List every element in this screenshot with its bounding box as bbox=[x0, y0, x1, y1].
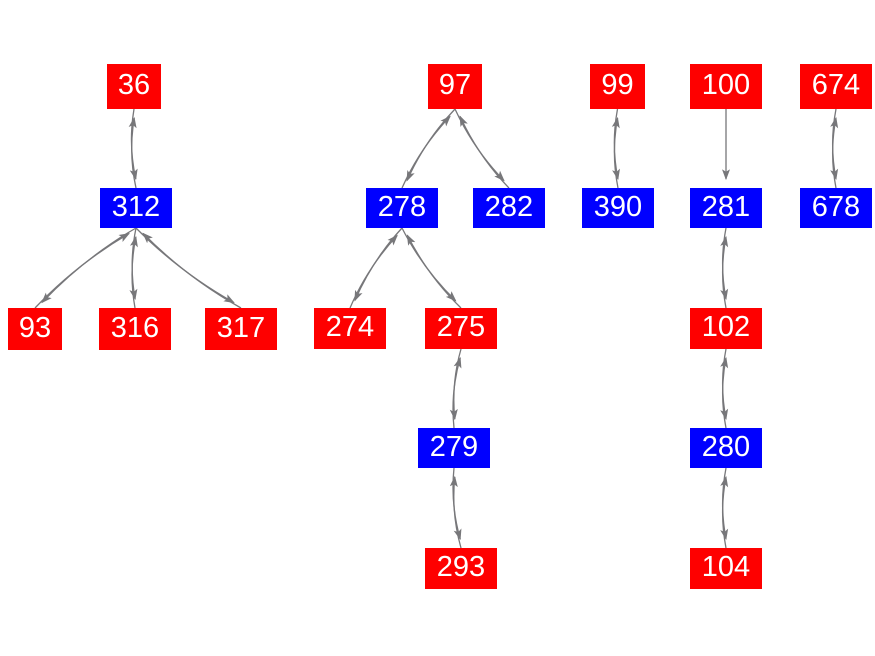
graph-node-label: 282 bbox=[484, 190, 534, 223]
graph-node-275[interactable]: 275 bbox=[425, 308, 497, 349]
edge-312-317-forward bbox=[135, 227, 235, 304]
graph-node-312[interactable]: 312 bbox=[100, 188, 172, 228]
edge-102-280-reverse bbox=[720, 356, 729, 429]
edge-312-93-reverse bbox=[34, 232, 130, 309]
graph-node-label: 316 bbox=[110, 311, 160, 344]
graph-node-36[interactable]: 36 bbox=[107, 64, 161, 109]
graph-node-102[interactable]: 102 bbox=[690, 308, 762, 349]
graph-node-93[interactable]: 93 bbox=[8, 308, 62, 350]
graph-node-label: 99 bbox=[601, 69, 634, 101]
graph-node-674[interactable]: 674 bbox=[800, 64, 872, 109]
graph-node-label: 104 bbox=[701, 551, 751, 583]
edge-281-102-reverse bbox=[720, 235, 729, 309]
graph-node-678[interactable]: 678 bbox=[800, 188, 872, 228]
graph-node-293[interactable]: 293 bbox=[425, 548, 497, 589]
graph-node-100[interactable]: 100 bbox=[690, 64, 762, 109]
graph-node-282[interactable]: 282 bbox=[473, 188, 545, 228]
edge-97-282-reverse bbox=[459, 115, 510, 189]
edge-278-275-reverse bbox=[406, 234, 462, 309]
graph-node-label: 678 bbox=[811, 190, 861, 223]
graph-node-317[interactable]: 317 bbox=[205, 308, 277, 350]
graph-node-279[interactable]: 279 bbox=[418, 428, 490, 468]
graph-node-316[interactable]: 316 bbox=[99, 308, 171, 350]
graph-node-390[interactable]: 390 bbox=[582, 188, 654, 228]
graph-node-label: 390 bbox=[593, 190, 643, 223]
graph-node-97[interactable]: 97 bbox=[428, 64, 482, 109]
edge-278-275-forward bbox=[401, 227, 457, 302]
edges-group bbox=[34, 108, 839, 549]
graph-node-label: 278 bbox=[377, 190, 427, 223]
graph-node-label: 674 bbox=[811, 69, 861, 101]
graph-node-label: 100 bbox=[701, 69, 751, 101]
graph-node-281[interactable]: 281 bbox=[690, 188, 762, 228]
graph-node-278[interactable]: 278 bbox=[366, 188, 438, 228]
edge-275-279-reverse bbox=[452, 356, 462, 429]
edge-99-390-reverse bbox=[611, 116, 620, 189]
graph-node-label: 274 bbox=[325, 311, 375, 343]
graph-node-label: 36 bbox=[117, 69, 151, 101]
edge-36-312-reverse bbox=[128, 116, 137, 189]
graph-node-label: 93 bbox=[18, 311, 52, 344]
edge-280-104-reverse bbox=[720, 475, 729, 549]
graph-node-99[interactable]: 99 bbox=[590, 64, 645, 109]
edge-312-317-reverse bbox=[142, 232, 242, 309]
edge-312-316-reverse bbox=[129, 235, 138, 309]
graph-node-104[interactable]: 104 bbox=[690, 548, 762, 589]
graph-node-label: 97 bbox=[438, 69, 472, 101]
graph-node-label: 280 bbox=[701, 430, 751, 463]
graph-node-label: 281 bbox=[701, 190, 751, 223]
edge-279-293-reverse bbox=[449, 475, 462, 549]
graph-node-274[interactable]: 274 bbox=[314, 308, 386, 349]
graph-node-label: 293 bbox=[436, 551, 486, 583]
edge-278-274-reverse bbox=[349, 234, 398, 309]
graph-node-label: 275 bbox=[436, 311, 486, 343]
graph-node-label: 279 bbox=[429, 430, 479, 463]
graph-node-280[interactable]: 280 bbox=[690, 428, 762, 468]
edge-97-278-reverse bbox=[401, 115, 451, 189]
graph-node-label: 102 bbox=[701, 311, 751, 343]
edge-674-678-reverse bbox=[830, 116, 839, 189]
graph-node-label: 312 bbox=[111, 190, 161, 223]
edge-312-93-forward bbox=[41, 227, 137, 304]
graph-node-label: 317 bbox=[216, 311, 266, 344]
